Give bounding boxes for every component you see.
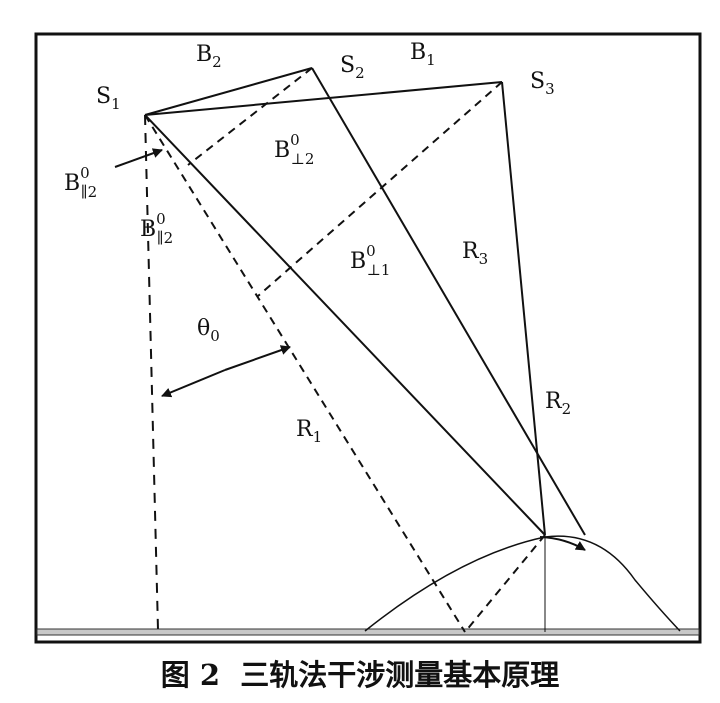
dashed-lower xyxy=(464,534,546,633)
label-theta0: θ0 xyxy=(197,316,220,345)
figure-caption: 图 2 三轨法干涉测量基本原理 xyxy=(0,652,720,694)
dashed-look-direction xyxy=(144,114,466,633)
range-r2 xyxy=(311,67,586,536)
dashed-perp-b2 xyxy=(187,67,313,166)
label-r1: R1 xyxy=(296,417,322,446)
label-s2: S2 xyxy=(340,53,365,82)
target-arrow xyxy=(539,536,586,551)
baseline-b2 xyxy=(144,67,313,116)
label-b1: B1 xyxy=(410,40,436,69)
label-b2: B2 xyxy=(196,42,222,71)
terrain-curve xyxy=(364,535,681,632)
label-s3: S3 xyxy=(530,69,555,98)
label-bpar2-mid: B0∥2 xyxy=(140,210,173,247)
label-bperp2: B0⊥2 xyxy=(274,131,314,168)
range-r1 xyxy=(144,114,546,536)
label-r3: R3 xyxy=(462,239,488,268)
label-bperp1: B0⊥1 xyxy=(350,242,390,279)
dashed-vertical xyxy=(144,114,159,631)
caption-number: 图 2 xyxy=(160,658,221,692)
parallel-arrow xyxy=(114,148,163,168)
label-r2: R2 xyxy=(545,389,571,418)
caption-title: 三轨法干涉测量基本原理 xyxy=(240,658,560,692)
theta-arrow-left xyxy=(161,369,226,398)
theta-arrow-right xyxy=(224,345,291,371)
baseline-b1 xyxy=(144,81,503,116)
label-s1: S1 xyxy=(96,84,121,113)
dashed-perp-b1 xyxy=(257,81,503,297)
figure-frame xyxy=(34,32,702,644)
range-r3 xyxy=(501,81,546,536)
label-bpar2-left: B0∥2 xyxy=(64,164,97,201)
ground-line xyxy=(36,628,700,636)
